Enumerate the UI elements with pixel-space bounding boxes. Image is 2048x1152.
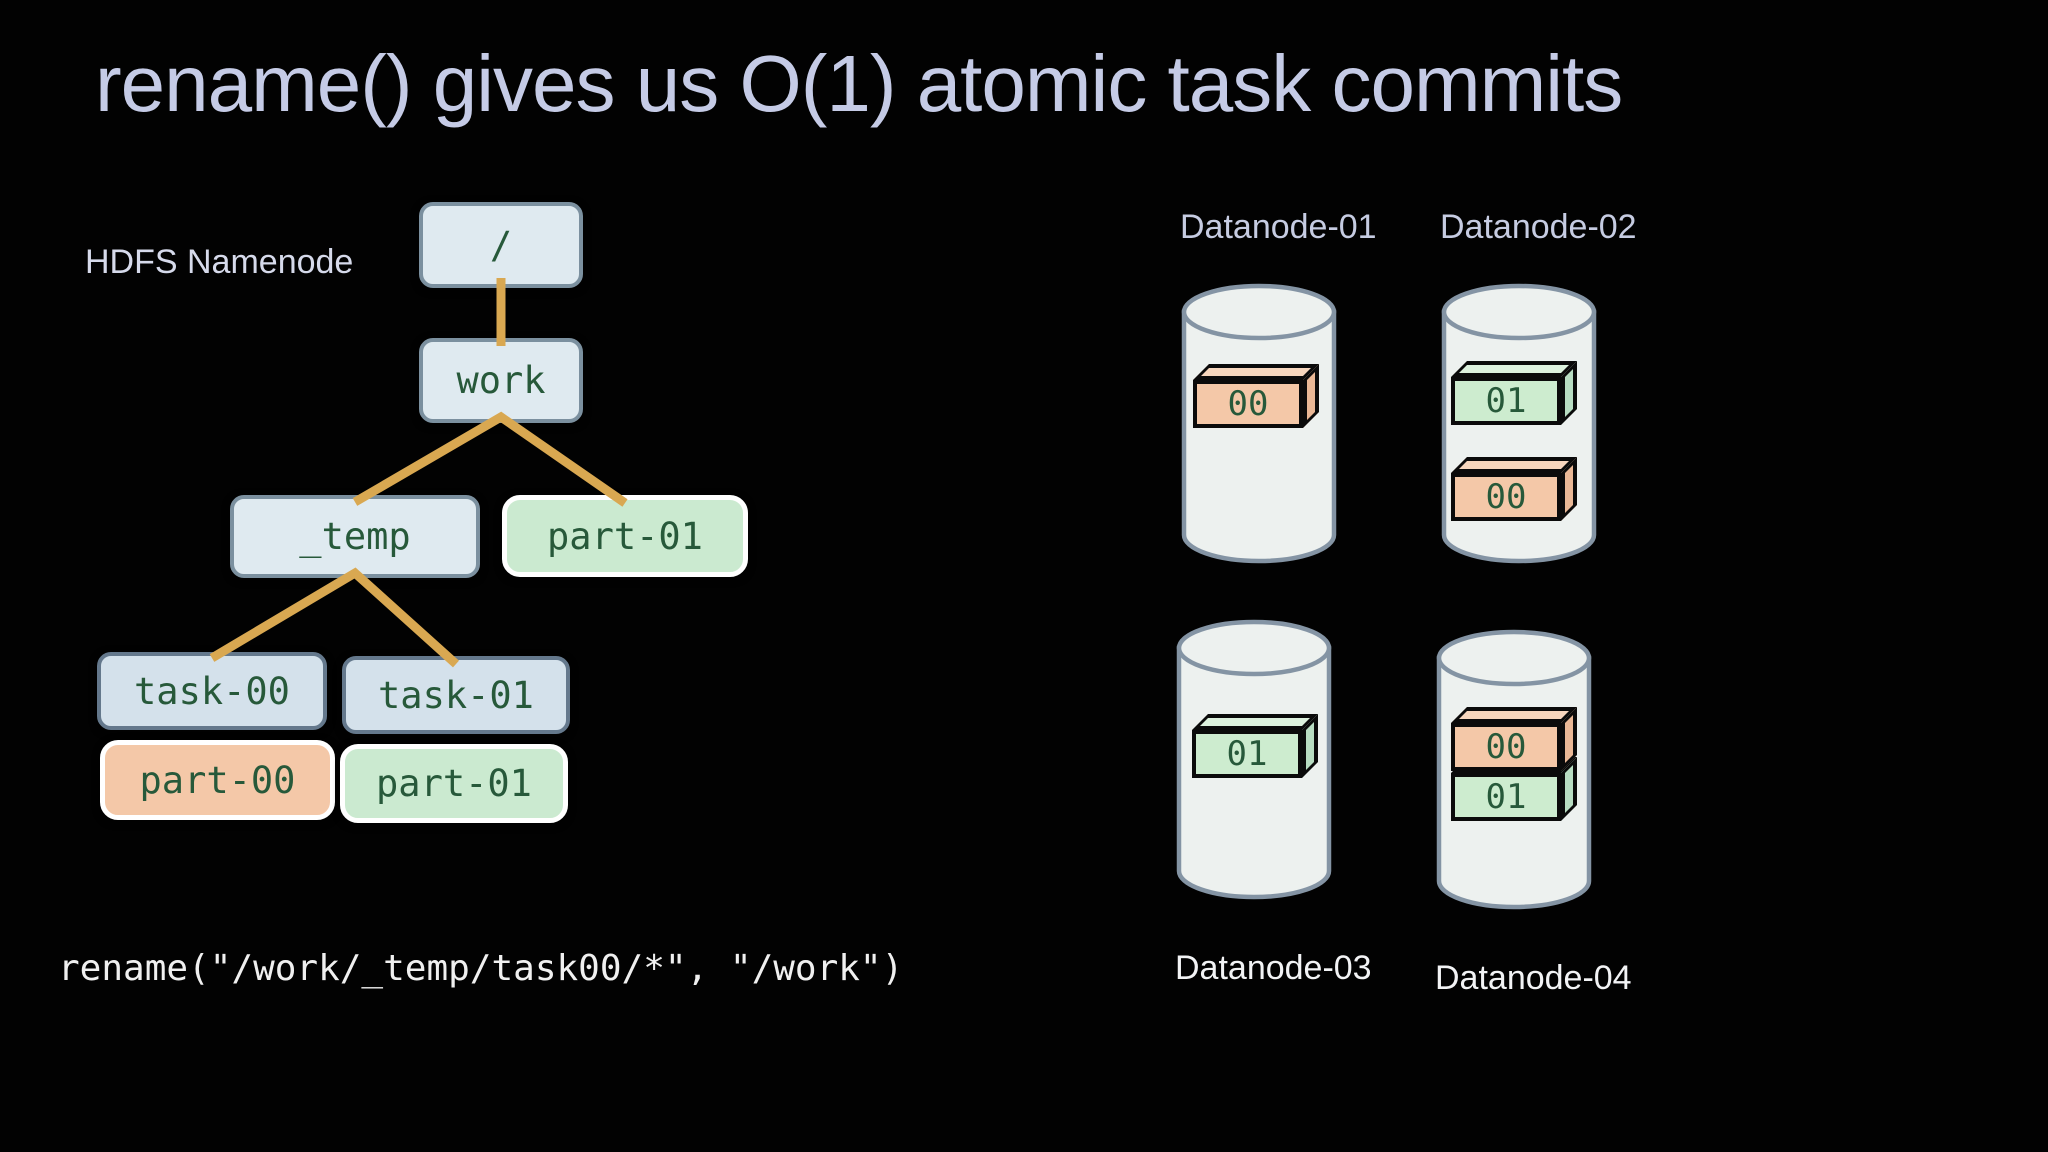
connector-work-children xyxy=(352,411,628,507)
block-label: 00 xyxy=(1485,727,1527,767)
block-face-top xyxy=(1451,361,1577,377)
datanode-01: Datanode-01 00 xyxy=(1180,208,1377,572)
block-face-front: 01 xyxy=(1451,773,1561,821)
block-label: 01 xyxy=(1485,777,1527,817)
block-label: 00 xyxy=(1485,477,1527,517)
block-face-top xyxy=(1192,714,1318,730)
datanode-02-label: Datanode-02 xyxy=(1440,208,1637,246)
replica-block-00: 00 xyxy=(1451,457,1577,521)
block-face-front: 00 xyxy=(1451,723,1561,771)
tree-node-temp: _temp xyxy=(230,495,480,578)
block-stack: 00 xyxy=(1193,364,1319,428)
tree-node-root: / xyxy=(419,202,583,288)
block-face-front: 01 xyxy=(1192,730,1302,778)
replica-block-01: 01 xyxy=(1451,757,1577,821)
block-face-front: 00 xyxy=(1451,473,1561,521)
tree-node-part-01-pending: part-01 xyxy=(340,744,568,823)
block-stack: 01 00 xyxy=(1451,361,1577,521)
datanode-03-label: Datanode-03 xyxy=(1175,949,1372,987)
block-label: 01 xyxy=(1226,734,1268,774)
tree-node-task-00: task-00 xyxy=(97,652,327,730)
replica-block-00: 00 xyxy=(1451,707,1577,771)
datanode-03: Datanode-03 01 xyxy=(1175,618,1372,987)
replica-block-01: 01 xyxy=(1192,714,1318,778)
tree-node-task-01: task-01 xyxy=(342,656,570,734)
block-face-top xyxy=(1451,707,1577,723)
block-face-front: 00 xyxy=(1193,380,1303,428)
tree-node-part-00: part-00 xyxy=(100,740,335,820)
block-stack: 01 xyxy=(1192,714,1318,778)
datanode-01-label: Datanode-01 xyxy=(1180,208,1377,246)
replica-block-00: 00 xyxy=(1193,364,1319,428)
tree-node-part-01-committed: part-01 xyxy=(502,495,748,577)
block-face-front: 01 xyxy=(1451,377,1561,425)
replica-block-01: 01 xyxy=(1451,361,1577,425)
datanode-02: Datanode-02 01 00 xyxy=(1440,208,1637,572)
block-face-top xyxy=(1451,457,1577,473)
connector-temp-children xyxy=(209,567,460,668)
block-label: 00 xyxy=(1227,384,1269,424)
slide-title: rename() gives us O(1) atomic task commi… xyxy=(95,39,1623,128)
datanode-04-label: Datanode-04 xyxy=(1435,959,1632,997)
block-label: 01 xyxy=(1485,381,1527,421)
hdfs-namenode-label: HDFS Namenode xyxy=(85,243,354,281)
tree-node-work: work xyxy=(419,338,583,423)
block-face-top xyxy=(1193,364,1319,380)
rename-code-line: rename("/work/_temp/task00/*", "/work") xyxy=(58,948,904,989)
